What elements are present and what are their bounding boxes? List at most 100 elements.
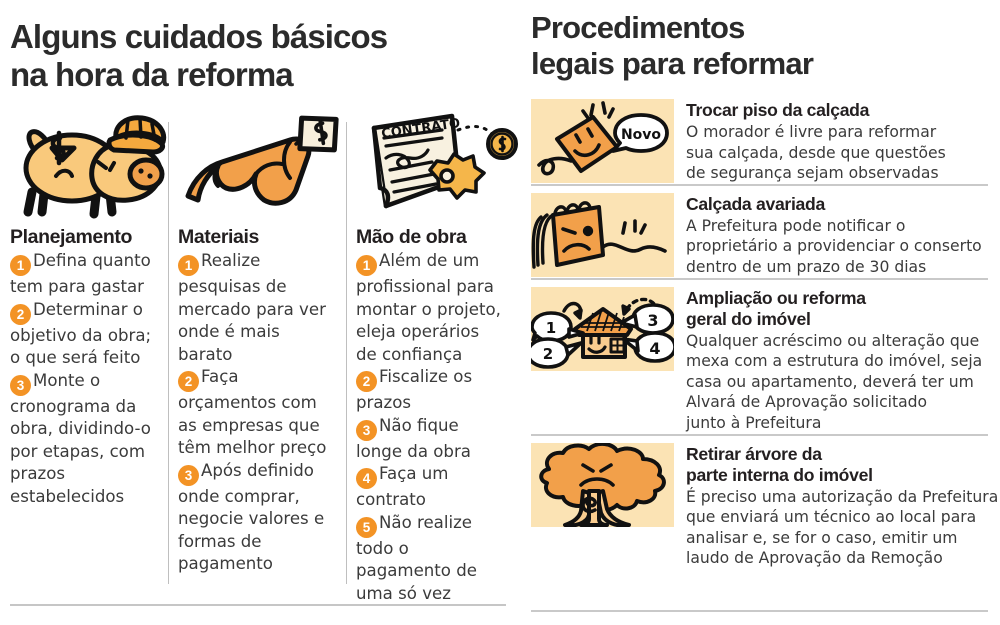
column-heading: Materiais [178,226,259,248]
procedure-body: O morador é livre para reformar sua calç… [686,122,1000,184]
step-badge: 2 [178,371,199,392]
procedure-item: 1 2 3 [516,277,1000,434]
procedure-text: Ampliação ou reforma geral do imóvel Qua… [674,287,1000,434]
left-bottom-rule [10,604,506,606]
bubble-number: 3 [647,311,658,330]
step-text: Fiscalize os prazos [356,367,473,412]
column-divider [168,122,169,584]
column-heading: Mão de obra [356,226,467,248]
left-panel: Alguns cuidados básicos na hora da refor… [0,18,518,606]
right-bottom-rule [531,610,988,612]
house-with-numbered-bubbles-icon: 1 2 3 [531,286,674,371]
right-title-line-1: Procedimentos [531,10,745,45]
damaged-paving-tile-icon [531,192,674,277]
procedure-title: Ampliação ou reforma geral do imóvel [686,288,1000,330]
body-line: O morador é livre para reformar [686,123,937,141]
procedure-body: A Prefeitura pode notificar o proprietár… [686,216,1000,278]
step-text: Após definido onde comprar, negocie valo… [178,460,325,574]
procedure-title: Calçada avariada [686,194,1000,215]
body-line: de segurança sejam observadas [686,164,939,183]
step-badge: 1 [10,255,31,276]
body-line: junto à Prefeitura [686,413,822,432]
step-text: Não fique longe da obra [356,415,471,461]
procedure-item: Retirar árvore da parte interna do imóve… [516,433,1000,569]
bubble-number: 4 [649,339,660,358]
body-line: que enviará um técnico ao local para [686,508,977,527]
step-badge: 3 [356,419,377,441]
item-divider [531,277,988,280]
body-line: mexa com a estrutura do imóvel, seja [686,352,983,371]
title-line: Trocar piso da calçada [686,100,870,120]
step-badge: 3 [178,464,199,486]
step-text: Além de um profissional para montar o pr… [356,251,501,364]
title-line: geral do imóvel [686,308,811,329]
procedure-item: Novo Trocar piso da calçada O morador é … [516,90,1000,184]
step-text: Monte o cronograma da obra, dividindo-o … [10,370,151,506]
body-line: A Prefeitura pode notificar o [686,216,906,235]
step-text: Faça orçamentos com as empresas que têm … [178,367,327,457]
body-line: laudo de Aprovação da Remoção [686,549,943,568]
contract-document-coin-icon: CONTRATO [356,108,518,226]
procedure-body: Qualquer acréscimo ou alteração que mexa… [686,331,1000,434]
item-divider [531,183,988,186]
left-title: Alguns cuidados básicos na hora da refor… [10,18,480,94]
step-badge: 5 [356,516,377,538]
procedure-text: Calçada avariada A Prefeitura pode notif… [674,193,1000,278]
procedure-title: Trocar piso da calçada [686,100,1000,121]
step-badge: 3 [10,374,31,396]
title-line: Ampliação ou reforma [686,287,866,308]
procedures-list: Novo Trocar piso da calçada O morador é … [516,90,1000,569]
body-line: dentro de um prazo de 30 dias [686,257,927,276]
left-title-line-1: Alguns cuidados básicos [10,18,388,55]
right-panel: Procedimentos legais para reformar [516,0,1000,625]
body-line: É preciso uma autorização da Prefeitura [686,487,999,506]
piggy-bank-hardhat-icon [10,108,167,226]
body-line: casa ou apartamento, deverá ter um [686,372,974,391]
procedure-body: É preciso uma autorização da Prefeitura … [686,487,1000,569]
column-heading: Planejamento [10,226,132,248]
bubble-number: 1 [546,319,556,337]
body-line: sua calçada, desde que questões [686,143,946,162]
left-title-line-2: na hora da reforma [10,56,294,93]
bubble-number: 2 [543,345,553,363]
body-line: Alvará de Aprovação solicitado [686,393,928,412]
column-mao-de-obra: CONTRATO [346,108,518,603]
body-line: proprietário a providenciar o conserto [686,237,982,256]
sad-tree-icon [531,442,674,527]
item-divider [531,433,988,436]
step-text: Faça um contrato [356,464,449,509]
step-badge: 1 [356,255,377,276]
step-text: Realize pesquisas de mercado para ver on… [178,251,326,364]
title-line: Retirar árvore da [686,443,822,464]
step-badge: 2 [10,303,31,325]
right-title: Procedimentos legais para reformar [531,10,991,82]
procedure-item: Calçada avariada A Prefeitura pode notif… [516,183,1000,278]
step-badge: 2 [356,371,377,392]
body-line: Qualquer acréscimo ou alteração que [686,331,980,350]
roof-tiles-price-tag-icon [178,108,339,226]
bubble-label: Novo [621,127,661,143]
step-text: Determinar o objetivo da obra; o que ser… [10,299,152,368]
procedure-text: Trocar piso da calçada O morador é livre… [674,99,1000,184]
step-text: Não realize todo o pagamento de uma só v… [356,512,477,603]
body-line: analisar e, se for o caso, emitir um [686,528,958,547]
step-badge: 4 [356,468,377,489]
smiling-paving-tile-icon: Novo [531,99,674,183]
title-line: Calçada avariada [686,193,825,214]
step-text: Defina quanto tem para gastar [10,251,151,296]
